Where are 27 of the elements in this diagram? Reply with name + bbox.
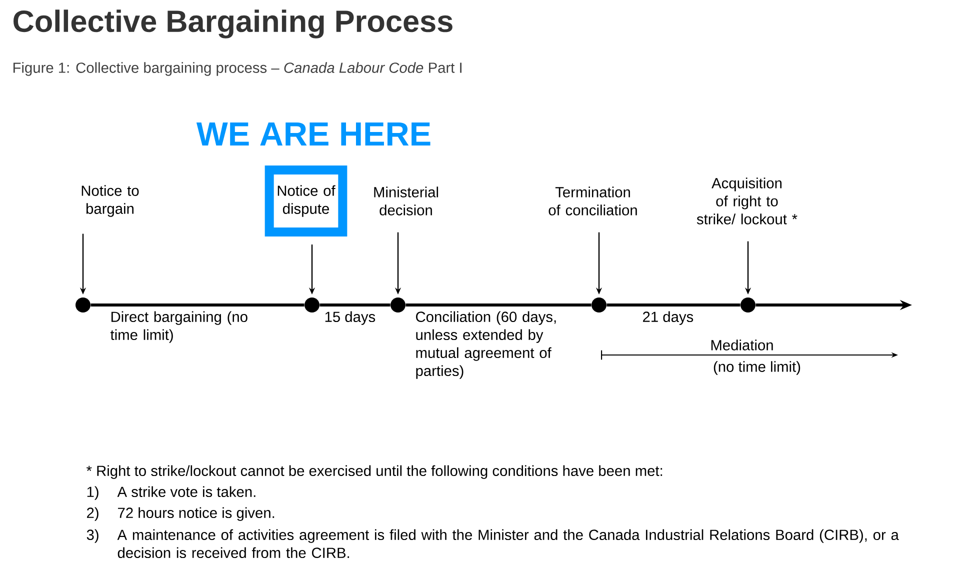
timeline-dot [304,298,320,312]
list-number: 3) [86,529,98,543]
event-label: Ministerial decision [374,186,438,216]
event-label: Acquisition of right to strike/ lockout * [696,178,798,224]
span-label: (no time limit) [714,361,800,375]
event-label: Notice to bargain [82,185,139,217]
timeline [320,304,390,306]
list-number: 1) [87,486,98,500]
highlight-box: Notice of dispute [264,166,348,236]
span-label: 15 days [325,311,376,325]
timeline-dot [592,298,606,312]
callout-heading: WE ARE HERE [196,122,430,146]
span-label: 21 days [643,311,694,325]
footnote-text: A maintenance of activities agreement is filed with the Minister and the Canada Industrial Relations Board (CIRB), or a decision is received from the CIRB. [117,529,899,558]
title: Collective Bargaining Process [14,10,452,38]
list-number: 2) [87,507,98,521]
timeline-dot [390,298,406,312]
footnote-text: 72 hours notice is given. [118,507,274,521]
timeline-dot [76,298,90,312]
footnote-text: * Right to strike/lockout cannot be exercised until the following conditions have been met: [86,465,662,479]
timeline [606,304,740,306]
footnote-text: A strike vote is taken. [117,486,256,498]
caption: Figure 1: Collective bargaining process – Canada Labour Code Part I [13,62,462,76]
timeline [90,304,304,306]
timeline [406,304,592,306]
event-label: Termination of conciliation [548,186,637,216]
timeline-dot [740,298,756,312]
